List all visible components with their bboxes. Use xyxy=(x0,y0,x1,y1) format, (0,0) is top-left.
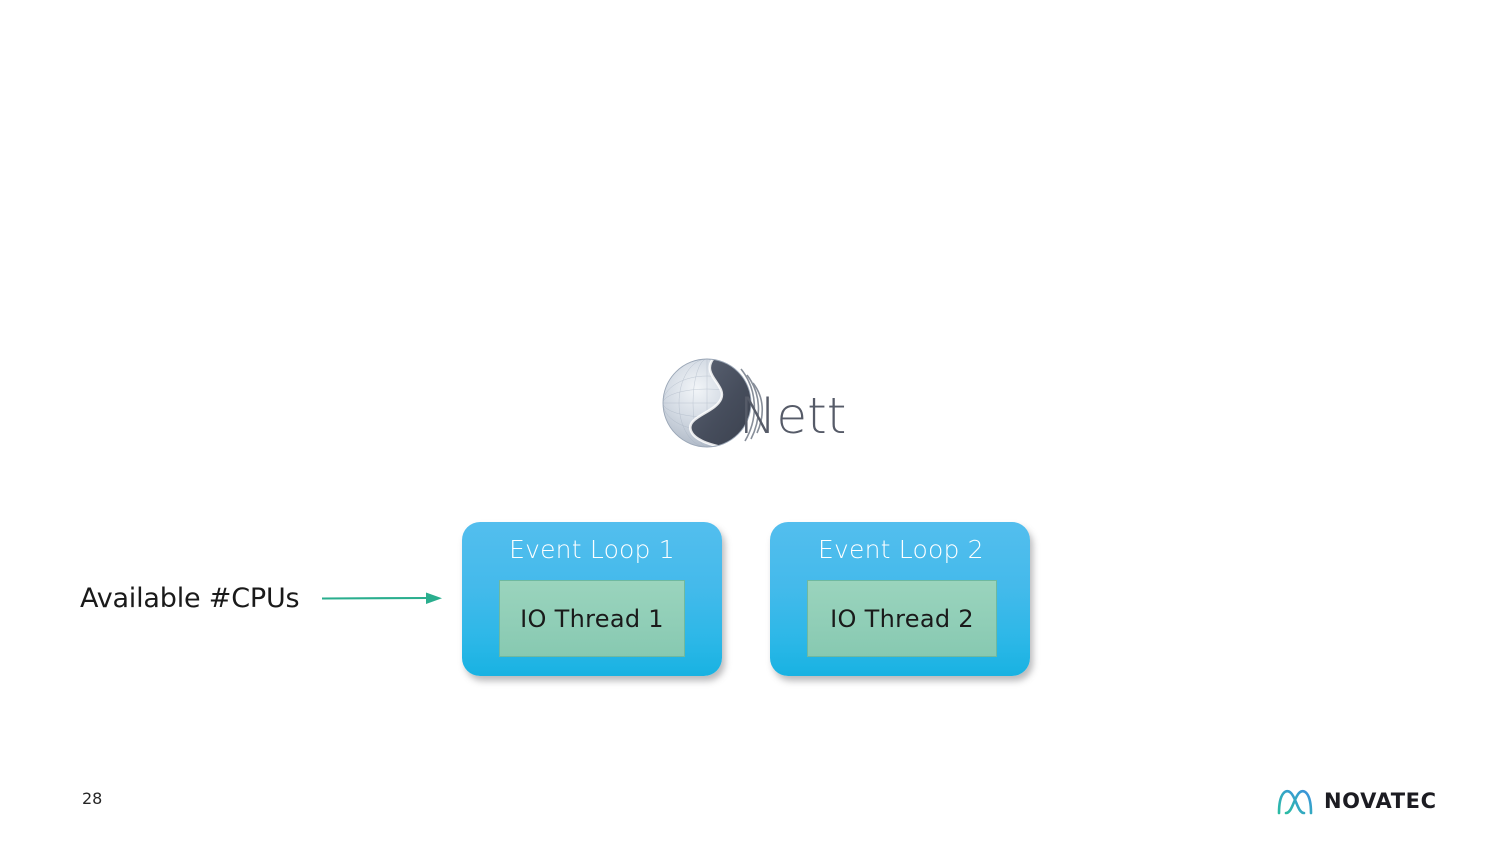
event-loop-box-2: Event Loop 2 IO Thread 2 xyxy=(770,522,1030,676)
event-loop-box-1: Event Loop 1 IO Thread 1 xyxy=(462,522,722,676)
novatec-wordmark: NOVATEC xyxy=(1324,789,1437,813)
io-thread-box-2: IO Thread 2 xyxy=(807,580,997,657)
available-cpus-label: Available #CPUs xyxy=(80,583,300,614)
event-loop-1-title: Event Loop 1 xyxy=(509,535,675,564)
io-thread-1-label: IO Thread 1 xyxy=(520,604,664,633)
arrow-right-icon xyxy=(321,585,444,611)
io-thread-2-label: IO Thread 2 xyxy=(830,604,974,633)
page-number: 28 xyxy=(82,789,103,808)
event-loop-2-title: Event Loop 2 xyxy=(818,535,984,564)
io-thread-box-1: IO Thread 1 xyxy=(499,580,685,657)
netty-wordmark: Netty xyxy=(739,387,846,445)
novatec-logo: NOVATEC xyxy=(1276,783,1436,819)
netty-logo: Netty xyxy=(661,355,846,455)
novatec-mark-icon xyxy=(1276,785,1314,817)
